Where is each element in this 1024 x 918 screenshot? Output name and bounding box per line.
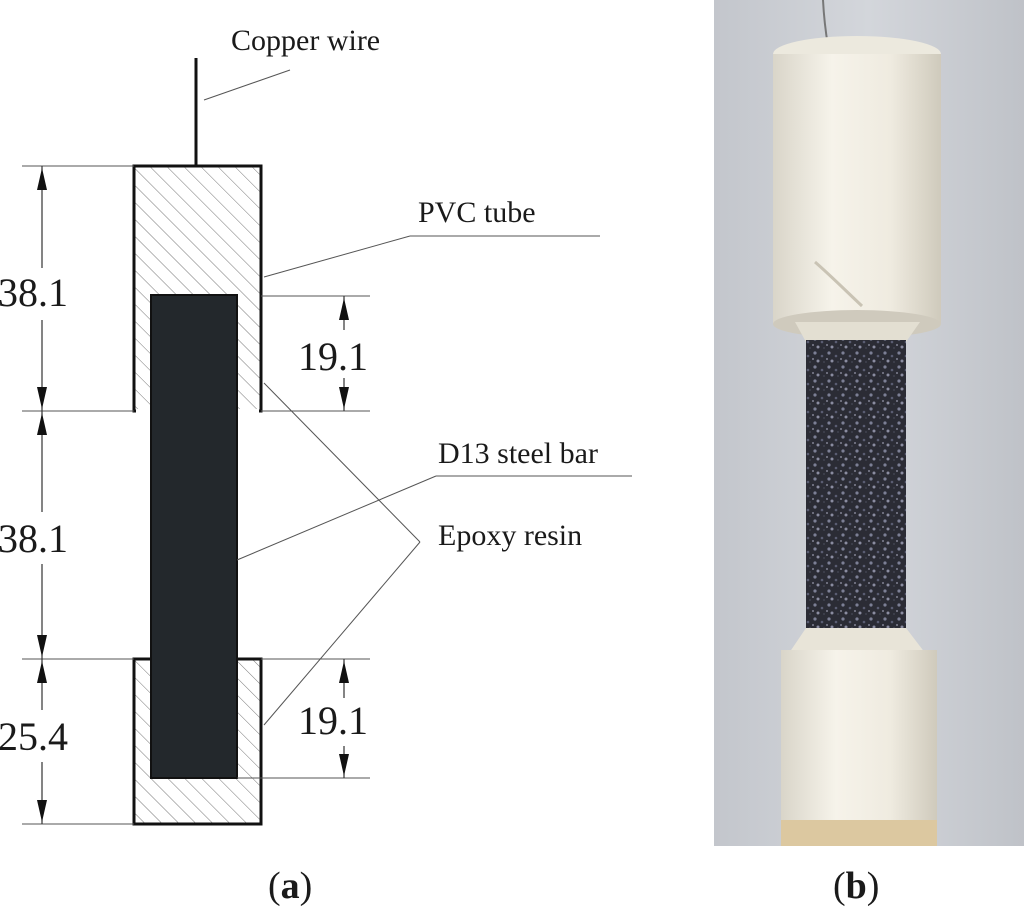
dim-top-tube: 38.1 [0,270,68,315]
photo-top-tube [773,54,941,324]
label-pvc-tube: PVC tube [418,196,536,229]
label-steel-bar: D13 steel bar [438,437,598,470]
panel-label-a: (a) [268,865,312,907]
dim-middle-gap: 38.1 [0,516,68,561]
label-epoxy: Epoxy resin [438,519,582,552]
schematic-panel: 38.1 38.1 25.4 19.1 19.1 Copper wire PVC… [0,24,632,907]
panel-label-b: (b) [833,865,879,907]
label-copper-wire: Copper wire [231,24,380,57]
dim-bottom-tube: 25.4 [0,714,68,759]
photo-panel: (b) [714,0,1024,907]
dim-top-embed: 19.1 [298,334,368,379]
dim-bottom-embed: 19.1 [298,698,368,743]
steel-bar [150,294,238,779]
photo-epoxy-section [806,340,906,630]
photo-bottom-tube [781,650,937,836]
